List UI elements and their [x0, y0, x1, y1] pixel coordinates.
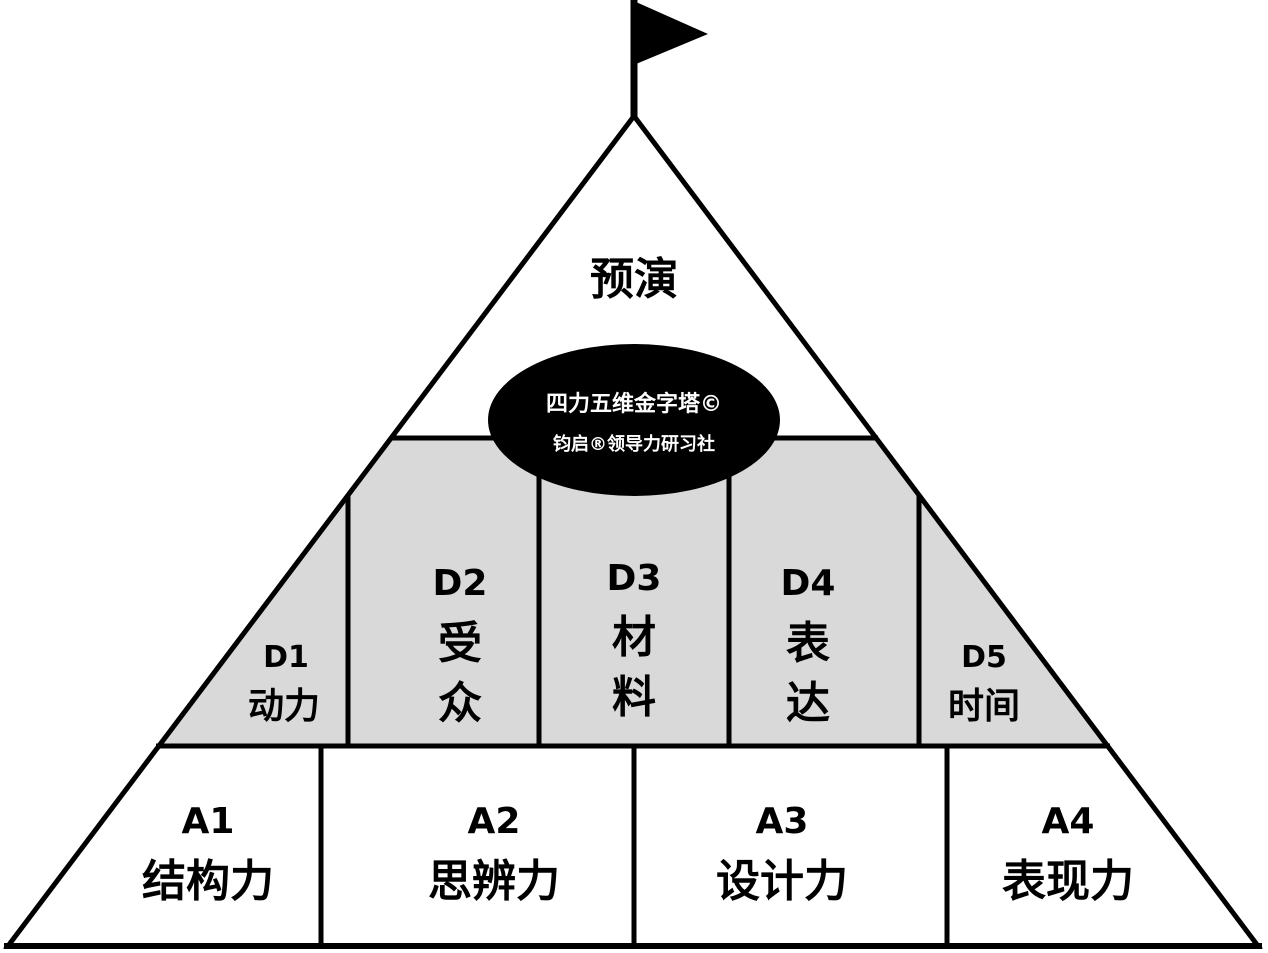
d5-code: D5: [961, 640, 1007, 675]
a4-code: A4: [1042, 801, 1095, 842]
flag-icon: [636, 2, 708, 64]
a1-code: A1: [182, 801, 235, 842]
a3-code: A3: [756, 801, 809, 842]
a1-name: 结构力: [142, 856, 274, 907]
d4-name-1: 表: [786, 618, 830, 669]
d3-code: D3: [607, 558, 662, 599]
a2-code: A2: [468, 801, 521, 842]
d2-name-1: 受: [438, 618, 482, 669]
d2-name-2: 众: [438, 678, 482, 729]
badge-ellipse: [488, 344, 780, 496]
a2-name: 思辨力: [428, 856, 560, 907]
badge-line2: 钧启®领导力研习社: [553, 433, 715, 455]
middle-band: [158, 438, 1108, 746]
d3-name-1: 材: [612, 612, 656, 663]
d1-code: D1: [263, 640, 309, 675]
top-label: 预演: [590, 254, 678, 305]
a4-name: 表现力: [1002, 856, 1134, 907]
d1-name: 动力: [248, 686, 320, 727]
d2-code: D2: [433, 563, 488, 604]
d4-code: D4: [781, 563, 836, 604]
d4-name-2: 达: [786, 678, 830, 729]
d3-name-2: 料: [612, 672, 656, 723]
d5-name: 时间: [948, 686, 1020, 727]
badge-line1: 四力五维金字塔©: [546, 391, 722, 417]
a3-name: 设计力: [716, 856, 848, 907]
